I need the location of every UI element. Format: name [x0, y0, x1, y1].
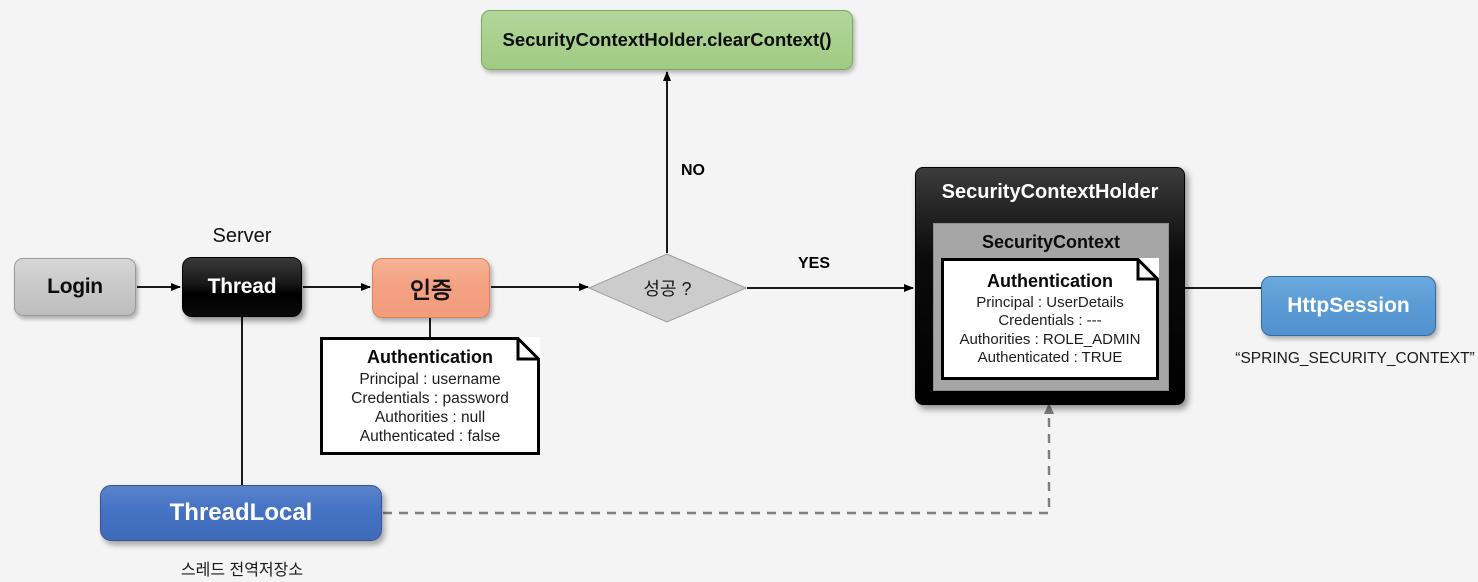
note-authentication-request-title: Authentication: [367, 346, 493, 367]
node-login-label: Login: [47, 275, 103, 298]
note-shape-folded-corner-icon: [941, 258, 1159, 380]
note-authentication-request-line-3: Authenticated : false: [359, 427, 501, 445]
edge-label-yes: YES: [798, 255, 831, 272]
node-authentication-step[interactable]: 인증: [372, 258, 490, 318]
node-http-session[interactable]: HttpSession: [1261, 276, 1436, 336]
caption-http-session-key-text: “SPRING_SECURITY_CONTEXT”: [1235, 350, 1475, 367]
node-thread[interactable]: Thread: [182, 257, 302, 317]
edge-threadlocal-to-holder-dashed: [383, 403, 1054, 515]
node-decision-success-label: 성공 ?: [643, 279, 692, 299]
caption-http-session-key: “SPRING_SECURITY_CONTEXT”: [1235, 348, 1474, 370]
note-shape-folded-corner-icon: [320, 337, 540, 455]
note-authentication-result: Authentication Principal : UserDetails C…: [941, 258, 1159, 380]
node-thread-label: Thread: [207, 275, 277, 298]
caption-thread-local: 스레드 전역저장소: [138, 556, 346, 580]
node-thread-local-label: ThreadLocal: [169, 499, 313, 526]
note-authentication-result-title: Authentication: [987, 270, 1113, 291]
note-authentication-result-line-2: Authorities : ROLE_ADMIN: [959, 330, 1141, 348]
label-server-text: Server: [212, 224, 272, 247]
note-authentication-result-line-0: Principal : UserDetails: [976, 293, 1124, 311]
note-authentication-result-line-1: Credentials : ---: [998, 312, 1102, 329]
label-server: Server: [178, 223, 306, 249]
node-security-context-holder-title: SecurityContextHolder: [941, 181, 1159, 203]
node-login[interactable]: Login: [14, 258, 136, 316]
edge-label-no: NO: [681, 162, 705, 179]
note-authentication-result-line-3: Authenticated : TRUE: [977, 349, 1123, 366]
node-clear-context[interactable]: SecurityContextHolder.clearContext(): [481, 10, 853, 70]
note-authentication-request-line-1: Credentials : password: [351, 389, 509, 407]
caption-thread-local-text: 스레드 전역저장소: [180, 562, 304, 579]
node-decision-success[interactable]: 성공 ?: [589, 254, 746, 322]
note-authentication-request-line-2: Authorities : null: [374, 408, 486, 426]
node-thread-local[interactable]: ThreadLocal: [100, 485, 382, 541]
note-authentication-request: Authentication Principal : username Cred…: [320, 337, 540, 455]
decision-diamond-shape: [587, 253, 748, 323]
note-authentication-request-line-0: Principal : username: [359, 370, 501, 388]
node-clear-context-label: SecurityContextHolder.clearContext(): [502, 29, 832, 50]
node-authentication-step-label: 인증: [409, 277, 453, 303]
node-http-session-label: HttpSession: [1287, 294, 1410, 317]
node-security-context-title: SecurityContext: [981, 232, 1121, 252]
